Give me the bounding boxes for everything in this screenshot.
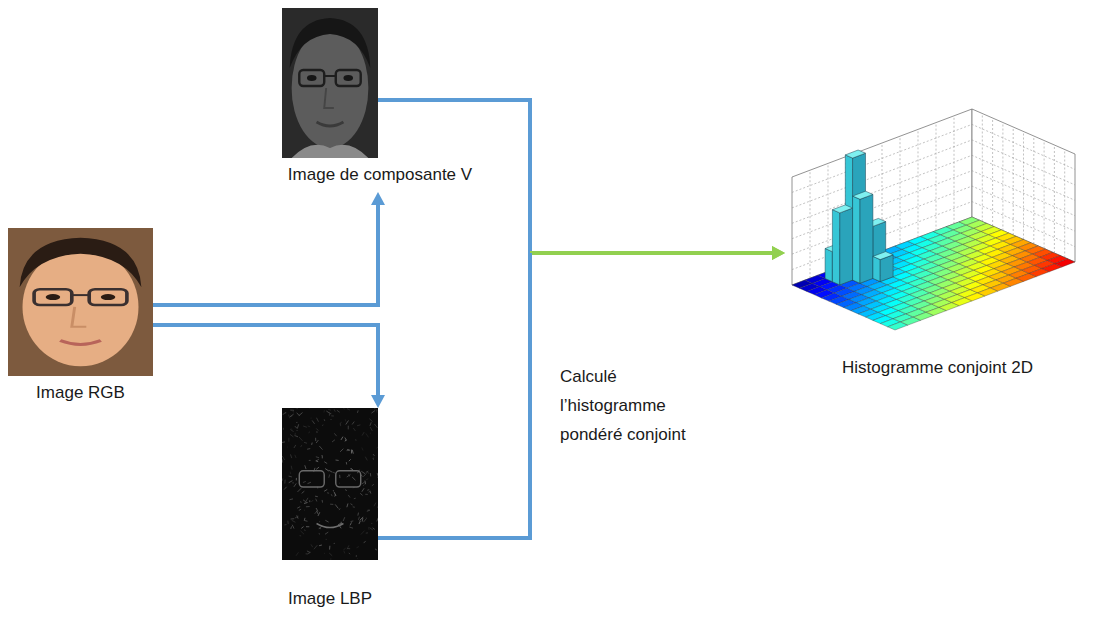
image-node: Image LBP	[282, 408, 378, 610]
image-node: Histogramme conjoint 2D	[785, 95, 1090, 379]
v-component-image	[282, 8, 378, 158]
image-node: Image RGB	[8, 228, 153, 404]
image-node: Image de composante V	[235, 8, 525, 186]
connector-line	[530, 251, 774, 255]
histogram-3d	[785, 95, 1090, 335]
image-caption: Image de composante V	[235, 164, 525, 186]
connector	[153, 192, 385, 305]
image-caption: Image LBP	[282, 588, 378, 610]
arrow-head	[371, 395, 385, 408]
arrow-head	[772, 246, 785, 260]
image-caption: Histogramme conjoint 2D	[785, 357, 1090, 379]
arrow-head	[371, 192, 385, 205]
connector-line	[530, 251, 774, 255]
rgb-image	[8, 228, 153, 376]
connector-line	[378, 253, 530, 538]
connector	[153, 325, 385, 408]
image-caption: Image RGB	[8, 382, 153, 404]
connector	[378, 246, 785, 538]
arrow-head	[772, 246, 785, 260]
connector-line	[153, 203, 378, 305]
lbp-image	[282, 408, 378, 560]
connector-line	[153, 325, 378, 397]
edge-label: Calculé l’histogramme pondéré conjoint	[560, 362, 720, 449]
